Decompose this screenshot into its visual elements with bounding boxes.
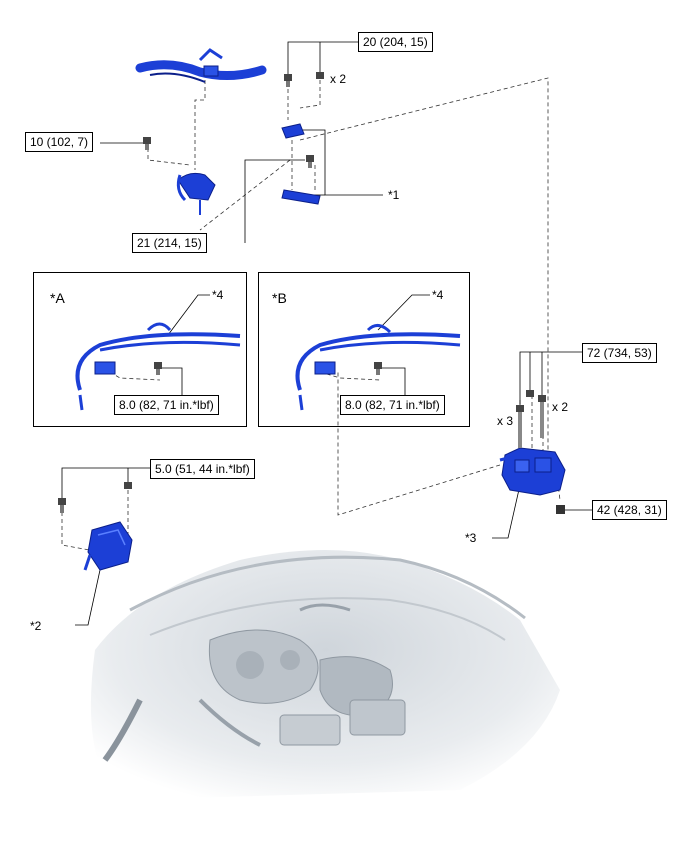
actuator-assembly-part bbox=[499, 447, 566, 496]
callout-part-2: *2 bbox=[30, 619, 42, 633]
bracket-part-top bbox=[281, 123, 321, 205]
detail-view-b bbox=[258, 272, 470, 427]
engine-compartment-illustration bbox=[90, 550, 560, 800]
torque-spec-20: 20 (204, 15) bbox=[358, 32, 433, 52]
bolt-top-left bbox=[284, 74, 292, 87]
bolt-8b bbox=[374, 362, 382, 375]
quantity-x2: x 2 bbox=[552, 400, 569, 414]
torque-spec-10: 10 (102, 7) bbox=[25, 132, 94, 152]
bolt-72-b bbox=[526, 390, 534, 397]
bolt-8a bbox=[154, 362, 162, 375]
leader-lines bbox=[61, 41, 592, 626]
torque-spec-5: 5.0 (51, 44 in.*lbf) bbox=[150, 459, 255, 479]
torque-spec-72: 72 (734, 53) bbox=[582, 343, 657, 363]
quantity-top: x 2 bbox=[330, 72, 347, 86]
bolt-21 bbox=[306, 155, 314, 168]
detail-view-a bbox=[33, 272, 247, 427]
callout-part-3: *3 bbox=[465, 531, 477, 545]
torque-spec-21: 21 (214, 15) bbox=[132, 233, 207, 253]
nut-42 bbox=[556, 505, 565, 514]
view-b-brake-tubes bbox=[295, 324, 461, 411]
view-b-label: *B bbox=[272, 290, 287, 306]
wire-harness-part bbox=[135, 48, 267, 83]
bolt-10 bbox=[143, 137, 151, 150]
bolt-72-c bbox=[538, 395, 546, 438]
torque-spec-42: 42 (428, 31) bbox=[592, 500, 667, 520]
nut-top-right bbox=[316, 72, 324, 79]
callout-part-4-view-a: *4 bbox=[212, 288, 224, 302]
torque-spec-8-view-b: 8.0 (82, 71 in.*lbf) bbox=[340, 395, 445, 415]
view-a-brake-tubes bbox=[75, 322, 241, 411]
bolt-72-a bbox=[516, 405, 524, 448]
bracket-part-left bbox=[176, 172, 216, 215]
callout-part-1: *1 bbox=[388, 188, 400, 202]
view-a-label: *A bbox=[50, 290, 65, 306]
callout-part-4-view-b: *4 bbox=[432, 288, 444, 302]
nut-5 bbox=[124, 482, 132, 489]
torque-spec-8-view-a: 8.0 (82, 71 in.*lbf) bbox=[114, 395, 219, 415]
ecu-part bbox=[83, 521, 133, 571]
quantity-x3: x 3 bbox=[497, 414, 514, 428]
bolt-5 bbox=[58, 498, 66, 513]
